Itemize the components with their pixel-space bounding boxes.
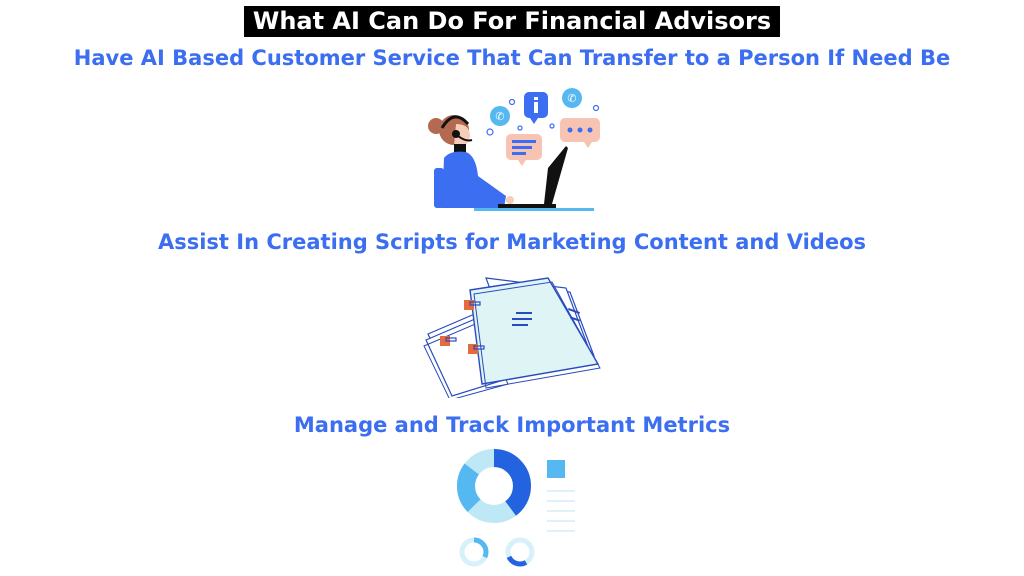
svg-text:✆: ✆ (567, 92, 576, 105)
title-wrap: What AI Can Do For Financial Advisors (0, 6, 1024, 37)
section-heading-customer-service: Have AI Based Customer Service That Can … (73, 46, 951, 70)
metrics-charts-illustration (457, 449, 575, 567)
section-heading-scripts: Assist In Creating Scripts for Marketing… (157, 230, 867, 254)
page-title: What AI Can Do For Financial Advisors (243, 6, 781, 37)
customer-service-agent-illustration: ✆ ✆ (428, 88, 600, 211)
document-pages-illustration (423, 277, 601, 398)
section-heading-metrics: Manage and Track Important Metrics (293, 413, 731, 437)
svg-text:✆: ✆ (495, 110, 504, 123)
